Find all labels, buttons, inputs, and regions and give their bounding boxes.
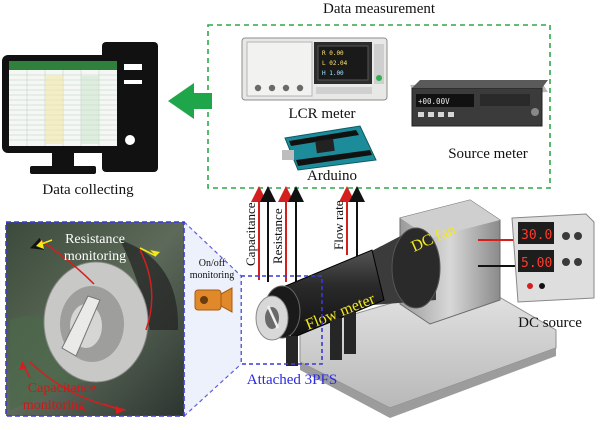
signal-wires <box>251 186 365 282</box>
lcr-screen-line-3: H 1.00 <box>322 70 344 77</box>
resistance-monitoring-line-1: Resistance <box>65 232 125 247</box>
data-collecting-label: Data collecting <box>42 182 134 198</box>
lcr-screen-line-1: R 0.00 <box>322 50 344 57</box>
computer-icon <box>2 42 158 174</box>
inset-photo <box>5 221 185 417</box>
on-off-label-line-1: On/off <box>199 258 226 269</box>
source-meter-label: Source meter <box>448 146 528 162</box>
arduino-icon <box>282 125 377 171</box>
on-off-label-line-2: monitoring <box>190 270 234 281</box>
attached-3pfs-label: Attached 3PFS <box>247 372 337 388</box>
camera-icon <box>194 287 233 313</box>
data-flow-arrow <box>168 83 212 119</box>
lcr-meter-label: LCR meter <box>288 106 355 122</box>
flow-rate-signal-label: Flow rate <box>331 200 346 250</box>
dc-source-readout-bottom: 5.00 <box>521 256 552 271</box>
capacitance-signal-label: Capacitance <box>243 202 258 266</box>
capacitance-monitoring-line-2: monitoring <box>23 398 85 413</box>
resistance-pointer-right <box>139 247 157 257</box>
dc-source-label: DC source <box>518 315 582 331</box>
lcr-screen-line-2: L 02.04 <box>322 60 348 67</box>
zoom-highlight <box>184 222 241 416</box>
source-meter-display: +00.00V <box>418 97 450 106</box>
data-measurement-title: Data measurement <box>323 1 436 17</box>
dc-source-readout-top: 30.0 <box>521 228 552 243</box>
source-meter-icon: +00.00V <box>410 80 548 127</box>
lcr-meter-icon: R 0.00 L 02.04 H 1.00 <box>241 37 388 101</box>
capacitance-monitoring-line-1: Capacitance <box>28 381 96 396</box>
resistance-signal-label: Resistance <box>270 208 285 264</box>
arduino-label: Arduino <box>307 168 357 184</box>
resistance-monitoring-line-2: monitoring <box>64 249 126 264</box>
dc-source-icon: 30.0 5.00 <box>511 213 595 303</box>
test-rig <box>255 199 557 418</box>
